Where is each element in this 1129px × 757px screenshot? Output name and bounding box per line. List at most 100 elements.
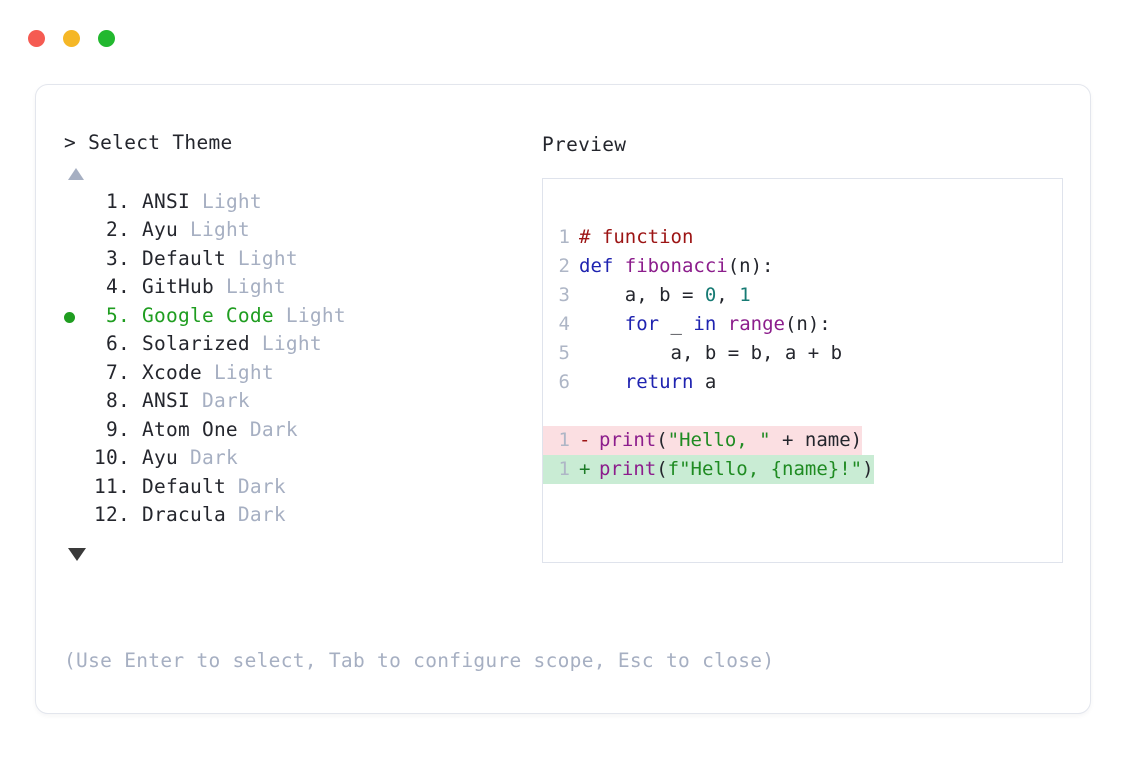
code-token: in — [693, 313, 717, 335]
theme-item-index: 6. — [106, 332, 130, 355]
triangle-up-icon[interactable] — [68, 167, 84, 180]
theme-item-variant: Light — [213, 275, 286, 298]
theme-item-index: 2. — [106, 218, 130, 241]
diff-line-number: 1 — [558, 458, 570, 480]
theme-item-name: Ayu — [142, 446, 178, 469]
selection-bullet-slot — [64, 503, 90, 532]
maximize-window-button[interactable] — [98, 30, 115, 47]
theme-list-item[interactable]: 6. Solarized Light — [64, 332, 536, 361]
theme-item-index: 12. — [94, 503, 130, 526]
code-line-number: 5 — [558, 342, 570, 364]
diff-minus-marker: - — [579, 429, 591, 451]
theme-item-variant: Light — [201, 360, 274, 384]
theme-list-item[interactable]: 12.Dracula Dark — [64, 503, 536, 532]
theme-item-variant: Dark — [177, 446, 238, 469]
selection-bullet-slot — [64, 304, 90, 333]
theme-item-name: GitHub — [142, 275, 214, 298]
code-token: def — [579, 255, 625, 277]
window-traffic-lights — [28, 30, 115, 47]
code-token: (n): — [727, 255, 774, 277]
code-line: 3 a, b = 0, 1 — [543, 281, 751, 310]
code-token — [579, 368, 625, 397]
diff-removed-line: 1-print("Hello, " + name) — [543, 426, 863, 455]
code-token: ( — [656, 458, 668, 480]
theme-list-item[interactable]: 2. Ayu Light — [64, 218, 536, 247]
theme-list-item[interactable]: 11.Default Dark — [64, 475, 536, 504]
code-token: a, b = b, a + b — [579, 342, 843, 364]
code-token: f"Hello, {name}!" — [667, 458, 863, 480]
code-token: 0 — [704, 284, 717, 306]
selection-bullet-slot — [64, 446, 90, 475]
code-token: 1 — [739, 284, 751, 306]
code-token: for — [624, 313, 660, 335]
code-line-number: 4 — [558, 313, 570, 335]
diff-line-number: 1 — [558, 429, 570, 451]
code-token: print — [599, 458, 657, 480]
theme-item-index: 7. — [106, 360, 130, 384]
theme-list-item[interactable]: 5. Google Code Light — [64, 304, 536, 333]
code-token: "Hello, " — [667, 429, 771, 451]
code-line-number: 3 — [558, 284, 570, 306]
theme-list-item[interactable]: 8.ANSI Dark — [64, 389, 536, 418]
theme-item-index: 10. — [94, 446, 130, 469]
code-line-number: 1 — [558, 226, 570, 248]
code-token — [716, 310, 727, 339]
theme-item-variant: Dark — [225, 503, 286, 526]
selection-bullet-slot — [64, 332, 90, 361]
theme-item-index: 5. — [106, 303, 130, 327]
selected-bullet-icon — [64, 312, 75, 324]
theme-item-index: 9. — [106, 417, 130, 441]
code-token: , — [716, 284, 740, 306]
code-token — [579, 310, 625, 339]
theme-item-name: Google Code — [142, 303, 274, 327]
theme-item-index: 4. — [106, 275, 130, 298]
theme-item-variant: Light — [273, 303, 346, 327]
selection-bullet-slot — [64, 218, 90, 247]
code-token: # function — [579, 226, 694, 248]
theme-item-name: Default — [142, 246, 226, 270]
code-token: ( — [656, 429, 668, 451]
theme-item-variant: Dark — [237, 417, 298, 441]
code-line-number: 2 — [558, 255, 570, 277]
theme-list-item[interactable]: 7.Xcode Light — [64, 361, 536, 390]
theme-item-variant: Light — [177, 218, 250, 241]
theme-item-index: 11. — [94, 474, 130, 498]
keyboard-hint: (Use Enter to select, Tab to configure s… — [64, 649, 775, 672]
theme-item-name: Ayu — [142, 218, 178, 241]
theme-item-name: Atom One — [142, 417, 238, 441]
theme-list-item[interactable]: 1.ANSI Light — [64, 190, 536, 219]
theme-item-name: Solarized — [142, 332, 250, 355]
code-token: range — [727, 313, 785, 335]
theme-item-variant: Light — [225, 246, 298, 270]
close-window-button[interactable] — [28, 30, 45, 47]
minimize-window-button[interactable] — [63, 30, 80, 47]
code-line: 1 # function — [543, 223, 694, 252]
code-body: 1 # function 2 def fibonacci(n): 3 a, b = 0,… — [543, 223, 1062, 484]
theme-item-variant: Light — [249, 332, 322, 355]
selection-bullet-slot — [64, 247, 90, 276]
selection-bullet-slot — [64, 389, 90, 418]
code-line: 2 def fibonacci(n): — [543, 252, 774, 281]
theme-item-variant: Dark — [189, 389, 250, 412]
theme-list-item[interactable]: 4. GitHub Light — [64, 275, 536, 304]
code-token: print — [599, 429, 657, 451]
theme-item-name: Default — [142, 474, 226, 498]
theme-list-item[interactable]: 3. Default Light — [64, 247, 536, 276]
triangle-down-icon[interactable] — [68, 547, 86, 561]
code-token: ) — [862, 458, 874, 480]
theme-list-item[interactable]: 9. Atom One Dark — [64, 418, 536, 447]
diff-plus-marker: + — [579, 458, 591, 480]
code-token: fibonacci — [624, 255, 728, 277]
code-line-number: 6 — [558, 371, 570, 393]
selection-bullet-slot — [64, 418, 90, 447]
theme-item-index: 3. — [106, 246, 130, 270]
code-token: + name) — [770, 429, 863, 451]
code-token: return — [624, 371, 694, 393]
code-line: 5 a, b = b, a + b — [543, 339, 843, 368]
theme-list-item[interactable]: 10. Ayu Dark — [64, 446, 536, 475]
